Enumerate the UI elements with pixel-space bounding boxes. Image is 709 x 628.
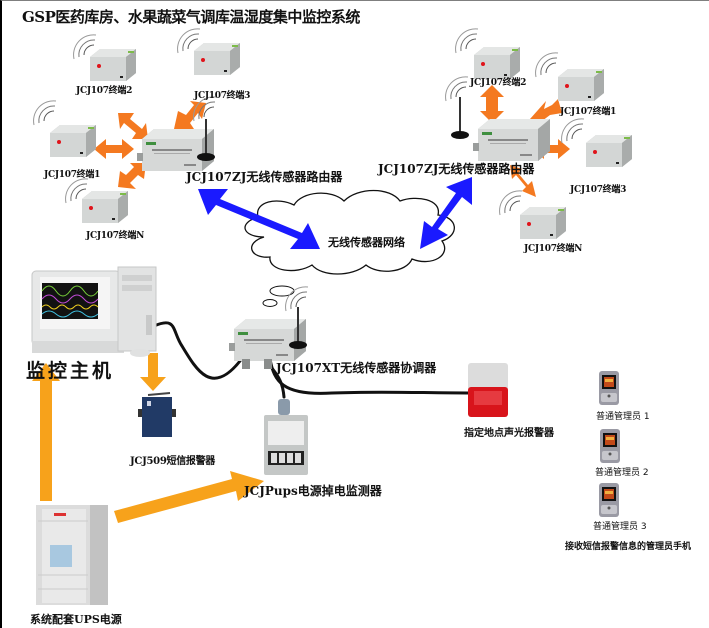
coordinator-label: JCJ107XT无线传感器协调器: [276, 361, 437, 375]
left-terminal-1: [33, 100, 96, 157]
right-terminal-n-label: JCJ107终端N: [524, 244, 582, 254]
right-terminal-1-label: JCJ107终端1: [560, 107, 617, 117]
blue-arrow-right-router-cloud: [420, 177, 472, 249]
siren-device: [468, 363, 508, 417]
wireless-network-cloud: [244, 189, 455, 307]
host-label: 监控主机: [26, 360, 115, 382]
arrow-ups-to-host: [32, 363, 60, 501]
orange-arrows-left: [94, 101, 206, 189]
arrow-ups-to-powermonitor: [114, 471, 264, 523]
phone-admin-3-label: 普通管理员 3: [593, 522, 647, 532]
sms-alarm-label: JCJ509短信报警器: [130, 456, 215, 467]
siren-label: 指定地点声光报警器: [464, 428, 554, 439]
left-terminal-n-label: JCJ107终端N: [86, 231, 144, 241]
cable-coordinator-siren: [268, 357, 474, 395]
right-terminal-1: [535, 52, 604, 101]
coordinator-device: [229, 286, 309, 369]
ups-device: [36, 505, 108, 605]
left-terminal-2: [73, 34, 136, 81]
wireless-network-label: 无线传感器网络: [328, 236, 405, 249]
phones-caption: 接收短信报警信息的管理员手机: [565, 542, 692, 552]
phone-admin-1: [599, 371, 619, 405]
cable-host-coordinator: [152, 321, 242, 380]
host-computer: [31, 266, 157, 357]
phone-admin-2: [600, 429, 620, 463]
power-monitor-device: [264, 399, 308, 475]
left-terminal-3: [177, 28, 240, 75]
power-monitor-label: JCJPups电源掉电监测器: [244, 484, 382, 498]
right-terminal-3: [561, 118, 632, 167]
left-terminal-3-label: JCJ107终端3: [194, 91, 251, 101]
left-router-label: JCJ107ZJ无线传感器路由器: [186, 170, 343, 184]
phone-admin-1-label: 普通管理员 1: [596, 412, 650, 422]
right-router-label: JCJ107ZJ无线传感器路由器: [378, 162, 535, 176]
right-terminal-2-label: JCJ107终端2: [470, 78, 527, 88]
left-terminal-1-label: JCJ107终端1: [44, 170, 101, 180]
amber-arrows: [32, 353, 264, 523]
phone-admin-2-label: 普通管理员 2: [595, 468, 649, 478]
sms-alarm-device: [138, 392, 176, 437]
right-terminal-3-label: JCJ107终端3: [570, 185, 627, 195]
arrow-host-to-sms: [140, 353, 166, 391]
phone-admin-3: [599, 483, 619, 517]
diagram-title: GSP医药库房、水果蔬菜气调库温湿度集中监控系统: [22, 8, 360, 26]
ups-label: 系统配套UPS电源: [30, 613, 122, 626]
right-terminal-2: [455, 28, 520, 79]
blue-arrow-left-router-cloud: [198, 189, 320, 249]
right-terminal-n: [499, 190, 566, 239]
left-terminal-2-label: JCJ107终端2: [76, 86, 133, 96]
